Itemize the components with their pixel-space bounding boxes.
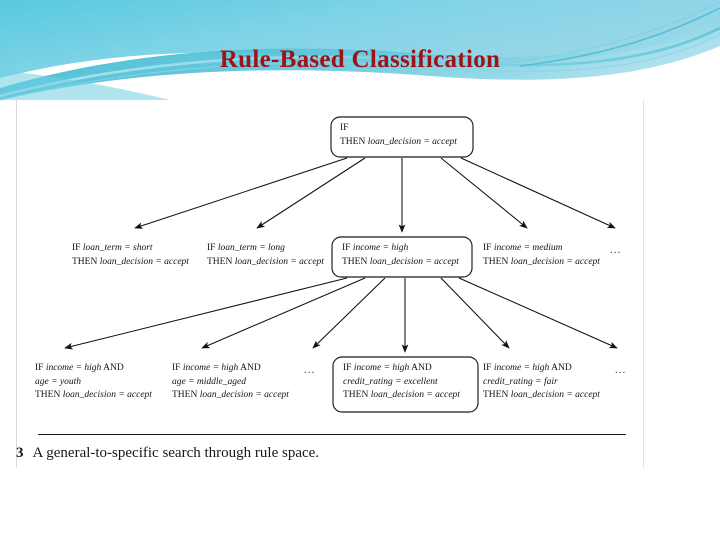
level2-ellipsis: ...	[610, 244, 622, 256]
node-l3-1-antecedent-1: income = high	[182, 363, 239, 373]
node-l2-1-antecedent: loan_term = long	[217, 243, 285, 253]
arrow-high-to-age-middle	[201, 277, 366, 349]
node-high-credit-excellent: IF income = high AND credit_rating = exc…	[343, 362, 460, 403]
figure-caption-text: A general-to-specific search through rul…	[32, 445, 320, 461]
arrow-root-to-loanterm-long	[256, 157, 366, 229]
arrow-root-to-loanterm-short	[134, 157, 348, 229]
node-l3-2-consequent: loan_decision = accept	[370, 390, 460, 400]
node-loan-term-long: IF loan_term = long THEN loan_decision =…	[207, 242, 324, 269]
node-l2-3-consequent: loan_decision = accept	[510, 256, 600, 267]
node-l3-2-antecedent-2: credit_rating = excellent	[343, 376, 438, 387]
node-l3-3-antecedent-2: credit_rating = fair	[483, 376, 558, 387]
node-l3-3-if: IF	[483, 363, 492, 373]
node-l2-2-antecedent: income = high	[352, 243, 409, 253]
header-wave-right-2	[511, 1, 720, 63]
node-l3-2-then: THEN	[343, 390, 369, 400]
node-high-age-youth: IF income = high AND age = youth THEN lo…	[35, 362, 152, 403]
node-box-income-high	[331, 236, 473, 278]
node-l3-1-antecedent-2: age = middle_aged	[172, 376, 246, 387]
node-box-credit-excellent	[332, 356, 479, 413]
header-wave-accent	[0, 26, 720, 98]
node-root-if: IF	[340, 123, 349, 133]
node-l2-0-if: IF	[72, 243, 81, 253]
node-l3-0-if: IF	[35, 363, 44, 373]
figure-caption: 3 A general-to-specific search through ru…	[16, 445, 636, 462]
node-high-credit-fair: IF income = high AND credit_rating = fai…	[483, 362, 600, 403]
level3-ellipsis-mid: ...	[304, 364, 316, 376]
node-l2-1-then: THEN	[207, 256, 233, 267]
figure-image: IF THEN loan_decision = accept IF loan_t…	[16, 100, 644, 468]
header-wave-wedge	[0, 70, 170, 100]
caption-divider	[38, 434, 626, 435]
node-l3-3-antecedent-1: income = high	[493, 363, 550, 373]
node-l3-0-antecedent-1: income = high	[45, 363, 102, 373]
node-l2-3-antecedent: income = medium	[493, 243, 563, 253]
arrow-high-to-credit-fair	[440, 277, 510, 349]
node-l2-0-consequent: loan_decision = accept	[99, 256, 189, 267]
arrow-high-to-level3-more-right	[458, 277, 618, 349]
node-l2-2-consequent: loan_decision = accept	[369, 256, 459, 267]
node-root-consequent: loan_decision = accept	[367, 136, 457, 147]
node-l3-2-if: IF	[343, 363, 352, 373]
node-root: IF THEN loan_decision = accept	[340, 122, 457, 149]
page-title: Rule-Based Classification	[219, 46, 501, 73]
node-root-then: THEN	[340, 136, 366, 147]
rule-space-tree-graphic	[64, 116, 618, 413]
node-high-age-middle-aged: IF income = high AND age = middle_aged T…	[172, 362, 289, 403]
node-income-high: IF income = high THEN loan_decision = ac…	[342, 242, 459, 269]
node-l3-0-and: AND	[103, 363, 124, 373]
figure-number: 3	[16, 445, 24, 461]
header-decoration	[0, 0, 720, 104]
node-l2-3-then: THEN	[483, 256, 509, 267]
node-l3-3-consequent: loan_decision = accept	[510, 390, 600, 400]
node-l2-2-then: THEN	[342, 256, 368, 267]
node-l2-0-antecedent: loan_term = short	[82, 243, 153, 253]
node-l2-2-if: IF	[342, 243, 351, 253]
header-wave-accent-thin	[0, 33, 720, 101]
arrow-root-to-income-medium	[440, 157, 528, 229]
arrow-high-to-age-youth	[64, 277, 348, 350]
node-l3-1-then: THEN	[172, 390, 198, 400]
node-l3-1-if: IF	[172, 363, 181, 373]
node-l3-1-consequent: loan_decision = accept	[199, 390, 289, 400]
header-wave-right-1	[519, 7, 720, 67]
node-l3-2-and: AND	[411, 363, 432, 373]
node-l2-1-consequent: loan_decision = accept	[234, 256, 324, 267]
node-l3-1-and: AND	[240, 363, 261, 373]
arrow-high-to-level3-more-left	[312, 277, 386, 349]
node-l3-3-then: THEN	[483, 390, 509, 400]
node-loan-term-short: IF loan_term = short THEN loan_decision …	[72, 242, 189, 269]
node-l3-2-antecedent-1: income = high	[353, 363, 410, 373]
arrow-root-to-level2-more	[460, 157, 616, 229]
node-l2-3-if: IF	[483, 243, 492, 253]
node-l2-0-then: THEN	[72, 256, 98, 267]
node-l3-0-antecedent-2: age = youth	[35, 376, 81, 387]
node-income-medium: IF income = medium THEN loan_decision = …	[483, 242, 600, 269]
node-l3-3-and: AND	[551, 363, 572, 373]
level3-ellipsis-right: ...	[615, 364, 627, 376]
node-l2-1-if: IF	[207, 243, 216, 253]
node-box-root	[330, 116, 474, 158]
node-l3-0-consequent: loan_decision = accept	[62, 390, 152, 400]
node-l3-0-then: THEN	[35, 390, 61, 400]
